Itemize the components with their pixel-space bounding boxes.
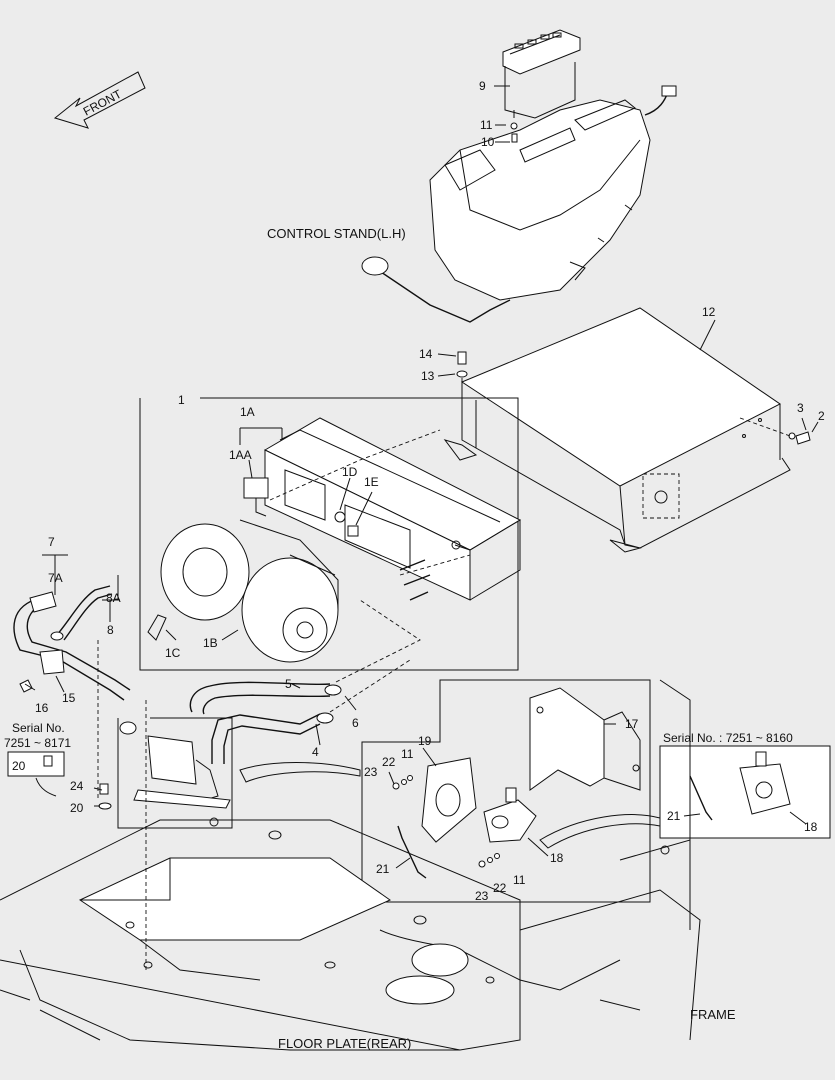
callout-8A: 8A <box>106 591 121 605</box>
control-stand-title: CONTROL STAND(L.H) <box>267 226 406 241</box>
callout-1: 1 <box>178 393 185 407</box>
callout-15: 15 <box>62 691 76 705</box>
callout-1AA: 1AA <box>229 448 252 462</box>
serial-box-left <box>7 751 65 797</box>
callout-11-bottom: 11 <box>513 873 526 887</box>
serial-right-note: Serial No. : 7251 ~ 8160 <box>663 731 793 745</box>
floor-plate-title: FLOOR PLATE(REAR) <box>278 1036 411 1051</box>
callout-1E: 1E <box>364 475 379 489</box>
callout-17: 17 <box>625 717 639 731</box>
callout-9: 9 <box>479 79 486 93</box>
callout-20-box: 20 <box>12 759 26 773</box>
right-detail-box <box>361 679 651 903</box>
control-stand-drawing <box>361 29 677 323</box>
callout-11-mid: 11 <box>401 747 414 761</box>
callout-18-right: 18 <box>804 820 818 834</box>
callout-23-top: 23 <box>364 765 378 779</box>
serial-left-title: Serial No. <box>12 721 65 735</box>
callout-1D: 1D <box>342 465 358 479</box>
callout-11-top: 11 <box>480 118 493 132</box>
callout-21-right: 21 <box>667 809 681 823</box>
callout-22-bottom: 22 <box>493 881 507 895</box>
hoses-drawing <box>13 585 342 764</box>
callout-24: 24 <box>70 779 84 793</box>
callout-8: 8 <box>107 623 114 637</box>
callout-19: 19 <box>418 734 432 748</box>
serial-left-range: 7251 ~ 8171 <box>4 736 71 750</box>
callout-22-top: 22 <box>382 755 396 769</box>
leader-lines <box>24 85 819 970</box>
callout-12: 12 <box>702 305 716 319</box>
callout-6: 6 <box>352 716 359 730</box>
callout-20: 20 <box>70 801 84 815</box>
callout-21-mid: 21 <box>376 862 390 876</box>
callout-1C: 1C <box>165 646 181 660</box>
serial-box-right <box>659 745 831 839</box>
callout-3: 3 <box>797 401 804 415</box>
callout-13: 13 <box>421 369 435 383</box>
callout-7A: 7A <box>48 571 63 585</box>
frame-title: FRAME <box>690 1007 736 1022</box>
callout-7: 7 <box>48 535 55 549</box>
callout-4: 4 <box>312 745 319 759</box>
callout-2: 2 <box>818 409 825 423</box>
heater-unit-box <box>139 397 522 671</box>
callout-16: 16 <box>35 701 49 715</box>
callout-18-mid: 18 <box>550 851 564 865</box>
floor-plate-drawing <box>0 679 701 1051</box>
callout-5: 5 <box>285 677 292 691</box>
callout-1A: 1A <box>240 405 255 419</box>
lower-left-valve-box <box>98 717 233 829</box>
callout-10: 10 <box>481 135 495 149</box>
callout-1B: 1B <box>203 636 218 650</box>
callout-labels: 9 11 10 12 14 13 3 2 1 1A 1AA 1D 1E 1B 1… <box>12 79 825 903</box>
cover-drawing <box>443 307 811 553</box>
callout-14: 14 <box>419 347 433 361</box>
callout-23-bottom: 23 <box>475 889 489 903</box>
